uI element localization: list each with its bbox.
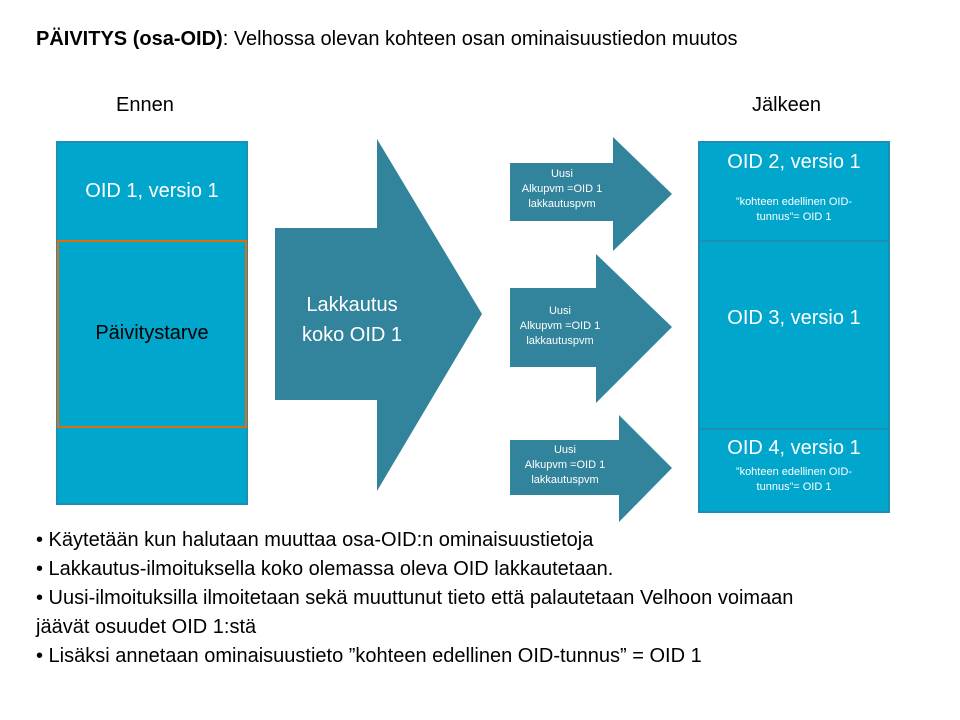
- after-oid-4-note: ”kohteen edellinen OID- tunnus”= OID 1: [698, 465, 890, 495]
- bullet-item: • Käytetään kun halutaan muuttaa osa-OID…: [36, 529, 594, 551]
- bullet-item: • Lisäksi annetaan ominaisuustieto ”koht…: [36, 645, 702, 667]
- new-arrow-2-line-1: Uusi: [548, 305, 571, 317]
- new-arrow-2-text: Uusi Alkupvm =OID 1 lakkautuspvm: [510, 304, 610, 349]
- new-arrow-2-shape: [510, 254, 672, 403]
- terminate-line-2: koko OID 1: [301, 324, 403, 346]
- new-arrow-1-line-1: Uusi: [550, 168, 573, 180]
- after-oid-2-title: OID 2, versio 1: [727, 151, 861, 173]
- terminate-arrow-text: Lakkautus koko OID 1: [282, 290, 422, 350]
- new-arrow-3-line-1: Uusi: [553, 444, 576, 456]
- after-oid-2-note-line-1: ”kohteen edellinen OID-: [735, 196, 853, 208]
- terminate-arrow: [275, 139, 482, 491]
- title-rest: : Velhossa olevan kohteen osan ominaisuu…: [222, 28, 738, 50]
- before-oid-box: [56, 141, 248, 505]
- new-arrow-1: [510, 137, 672, 251]
- after-oid-2-note: ”kohteen edellinen OID- tunnus”= OID 1: [698, 195, 890, 225]
- before-oid-label: OID 1, versio 1: [85, 180, 219, 202]
- heading-after: Jälkeen: [752, 94, 821, 116]
- new-arrow-1-line-2: Alkupvm =OID 1: [521, 183, 603, 195]
- after-box-oid-4: [698, 428, 890, 513]
- bullet-item-continuation: jäävät osuudet OID 1:stä: [36, 616, 257, 638]
- new-arrow-1-shape: [510, 137, 672, 251]
- after-box-oid-3: [698, 240, 890, 430]
- new-arrow-1-text: Uusi Alkupvm =OID 1 lakkautuspvm: [510, 167, 614, 212]
- new-arrow-3-line-3: lakkautuspvm: [531, 474, 599, 486]
- after-oid-3-title: OID 3, versio 1: [727, 307, 861, 329]
- bullet-item: • Lakkautus-ilmoituksella koko olemassa …: [36, 558, 614, 580]
- bullet-list: • Käytetään kun halutaan muuttaa osa-OID…: [36, 526, 936, 671]
- new-arrow-3-text: Uusi Alkupvm =OID 1 lakkautuspvm: [510, 443, 620, 488]
- update-need-label: Päivitystarve: [95, 322, 209, 344]
- title-bold: PÄIVITYS (osa-OID): [36, 28, 223, 50]
- after-oid-4-title: OID 4, versio 1: [727, 437, 861, 459]
- after-oid-4-note-line-2: tunnus”= OID 1: [756, 481, 832, 493]
- after-oid-4-note-line-1: ”kohteen edellinen OID-: [735, 466, 853, 478]
- new-arrow-3-line-2: Alkupvm =OID 1: [524, 459, 606, 471]
- update-need-region: [57, 240, 247, 428]
- after-oid-2-note-line-2: tunnus”= OID 1: [756, 211, 832, 223]
- after-box-oid-2: [698, 141, 890, 242]
- new-arrow-2-line-3: lakkautuspvm: [526, 335, 594, 347]
- new-arrow-3-shape: [510, 415, 672, 522]
- slide-title: PÄIVITYS (osa-OID): Velhossa olevan koht…: [36, 28, 738, 51]
- terminate-line-1: Lakkautus: [306, 294, 398, 316]
- new-arrow-2-line-2: Alkupvm =OID 1: [519, 320, 601, 332]
- new-arrow-1-line-3: lakkautuspvm: [528, 198, 596, 210]
- terminate-arrow-shape: [275, 139, 482, 491]
- heading-before: Ennen: [116, 94, 174, 116]
- new-arrow-3: [510, 415, 672, 522]
- new-arrow-2: [510, 254, 672, 403]
- bullet-item: • Uusi-ilmoituksilla ilmoitetaan sekä mu…: [36, 587, 794, 609]
